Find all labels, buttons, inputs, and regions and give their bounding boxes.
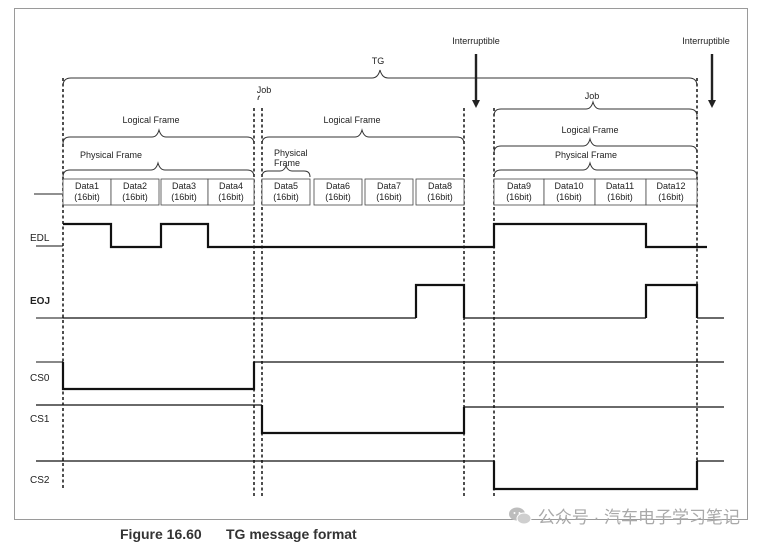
figure-caption: Figure 16.60 TG message format <box>120 526 357 542</box>
physical-frame-label-2-line1: Physical <box>274 148 308 158</box>
data-box-6 <box>313 178 363 206</box>
data-boxes <box>62 178 698 206</box>
data-box-bits: (16bit) <box>218 192 244 202</box>
figure-frame <box>14 8 748 520</box>
data-box-bits: (16bit) <box>607 192 633 202</box>
data-box-12 <box>645 178 698 206</box>
job-label-1: Job <box>257 85 272 95</box>
tg-label: TG <box>372 56 385 66</box>
data-box-bits: (16bit) <box>273 192 299 202</box>
data-box-name: Data2 <box>123 181 147 191</box>
waveform-eoj-pulse-2 <box>644 283 699 318</box>
physical-frame-brace-2 <box>261 164 311 178</box>
data-box-bits: (16bit) <box>376 192 402 202</box>
logical-frame-brace-1 <box>62 128 255 145</box>
waveform-eoj-pulse-1 <box>414 283 466 318</box>
data-box-bits: (16bit) <box>171 192 197 202</box>
waveform-cs1 <box>260 405 466 435</box>
figure-number: Figure 16.60 <box>120 526 202 542</box>
logical-frame-brace-3 <box>493 137 698 154</box>
watermark: 公众号 · 汽车电子学习笔记 <box>508 503 740 528</box>
watermark-text: 公众号 · 汽车电子学习笔记 <box>537 508 740 527</box>
data-box-7 <box>364 178 414 206</box>
data-box-name: Data8 <box>428 181 452 191</box>
data-box-1 <box>62 178 112 206</box>
logical-frame-label-2: Logical Frame <box>323 115 380 125</box>
data-box-bits: (16bit) <box>658 192 684 202</box>
logical-frame-label-1: Logical Frame <box>122 115 179 125</box>
data-box-name: Data11 <box>606 181 634 191</box>
waveform-edl <box>63 222 707 249</box>
data-box-name: Data9 <box>507 181 531 191</box>
data-box-8 <box>415 178 465 206</box>
tg-brace <box>62 69 698 87</box>
physical-frame-brace-1 <box>62 161 255 178</box>
data-box-name: Data7 <box>377 181 401 191</box>
data-box-name: Data3 <box>172 181 196 191</box>
data-box-name: Data10 <box>554 181 583 191</box>
data-box-bits: (16bit) <box>506 192 532 202</box>
data-box-bits: (16bit) <box>122 192 148 202</box>
physical-frame-label-1: Physical Frame <box>80 150 142 160</box>
physical-frame-brace-3 <box>493 161 698 178</box>
job-brace-2 <box>493 100 698 117</box>
logical-frame-label-3: Logical Frame <box>561 125 618 135</box>
signal-label-cs0: CS0 <box>30 373 50 384</box>
data-box-bits: (16bit) <box>556 192 582 202</box>
physical-frame-label-3: Physical Frame <box>555 150 617 160</box>
data-box-bits: (16bit) <box>74 192 100 202</box>
data-box-4 <box>207 178 255 206</box>
data-box-name: Data5 <box>274 181 298 191</box>
figure-title: TG message format <box>226 526 357 542</box>
data-box-9 <box>493 178 545 206</box>
interruptible-label-1: Interruptible <box>452 36 500 46</box>
waveform-cs0 <box>61 362 256 391</box>
signal-label-eoj: EOJ <box>30 296 50 307</box>
waveform-cs2 <box>492 461 699 491</box>
data-box-name: Data6 <box>326 181 350 191</box>
data-box-2 <box>110 178 160 206</box>
signal-label-edl: EDL <box>30 233 50 244</box>
interruptible-label-2: Interruptible <box>682 36 730 46</box>
logical-frame-brace-2 <box>261 128 465 145</box>
job-label-2: Job <box>585 91 600 101</box>
job-brace-1 <box>257 95 261 101</box>
data-box-name: Data12 <box>656 181 685 191</box>
data-box-name: Data4 <box>219 181 243 191</box>
physical-frame-label-2-line2: Frame <box>274 158 300 168</box>
data-box-bits: (16bit) <box>325 192 351 202</box>
data-box-bits: (16bit) <box>427 192 453 202</box>
timing-diagram: TG Interruptible Interruptible Job Job L… <box>30 36 730 496</box>
wechat-icon <box>508 507 532 524</box>
data-box-5 <box>261 178 311 206</box>
data-box-name: Data1 <box>75 181 99 191</box>
signal-label-cs2: CS2 <box>30 475 50 486</box>
signal-label-cs1: CS1 <box>30 414 50 425</box>
data-box-11 <box>594 178 647 206</box>
